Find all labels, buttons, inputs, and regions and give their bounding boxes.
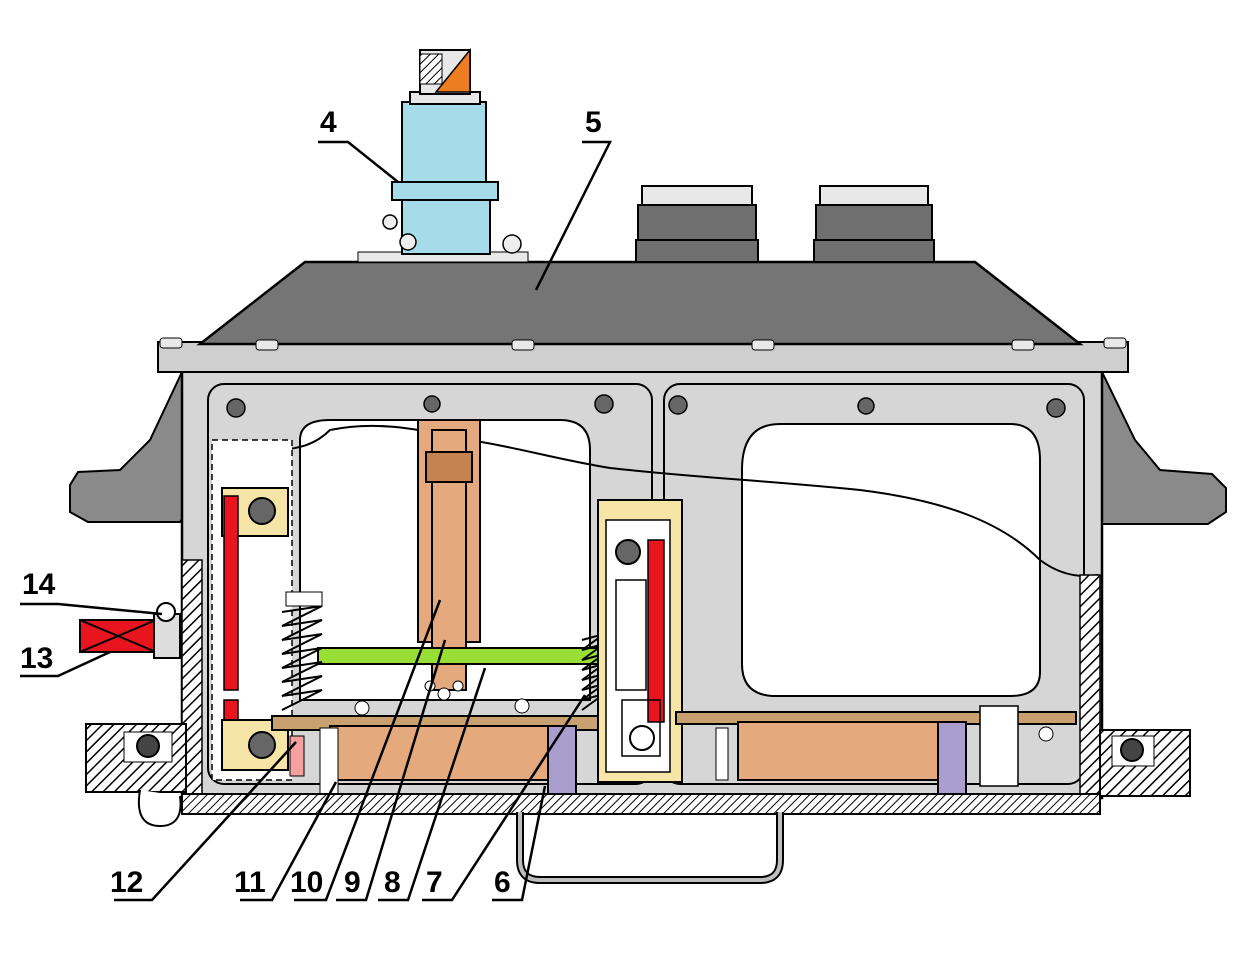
right-window xyxy=(741,423,1041,697)
spacer-left xyxy=(547,725,577,797)
terminal-bar-center xyxy=(647,539,665,723)
spacer-right xyxy=(937,721,967,795)
callout-labels: 4 5 6 7 8 9 10 11 12 13 14 xyxy=(20,106,602,899)
callout-4: 4 xyxy=(320,106,337,139)
callout-6: 6 xyxy=(494,866,511,899)
top-cover xyxy=(157,185,1129,373)
callout-11: 11 xyxy=(234,866,266,899)
callout-12: 12 xyxy=(110,866,143,899)
callout-10: 10 xyxy=(290,866,323,899)
callout-9: 9 xyxy=(344,866,361,899)
center-terminal-block xyxy=(597,499,683,783)
bushing-insulator xyxy=(357,47,529,263)
carry-handle xyxy=(516,812,784,884)
right-lug xyxy=(1090,368,1227,525)
warning-plate xyxy=(434,47,471,93)
insulator-collar xyxy=(391,181,499,201)
left-lug xyxy=(69,368,197,523)
insulating-board xyxy=(317,647,619,665)
callout-8: 8 xyxy=(384,866,401,899)
side-plug xyxy=(79,602,181,659)
copper-block-left xyxy=(329,725,551,781)
callout-14: 14 xyxy=(22,568,56,601)
callout-7: 7 xyxy=(426,866,443,899)
drive-rod xyxy=(417,419,481,701)
insulator-lower xyxy=(401,195,491,255)
callout-5: 5 xyxy=(585,106,602,139)
base-and-feet xyxy=(85,723,1191,884)
terminal-bar-upper xyxy=(223,495,239,691)
base-assembly xyxy=(271,633,613,797)
leader-lines xyxy=(20,140,613,902)
copper-block-right xyxy=(737,721,939,781)
cover-shell xyxy=(196,260,1084,346)
callout-13: 13 xyxy=(20,642,53,675)
insulator-upper xyxy=(401,101,487,183)
right-contact-assembly xyxy=(675,705,1077,795)
